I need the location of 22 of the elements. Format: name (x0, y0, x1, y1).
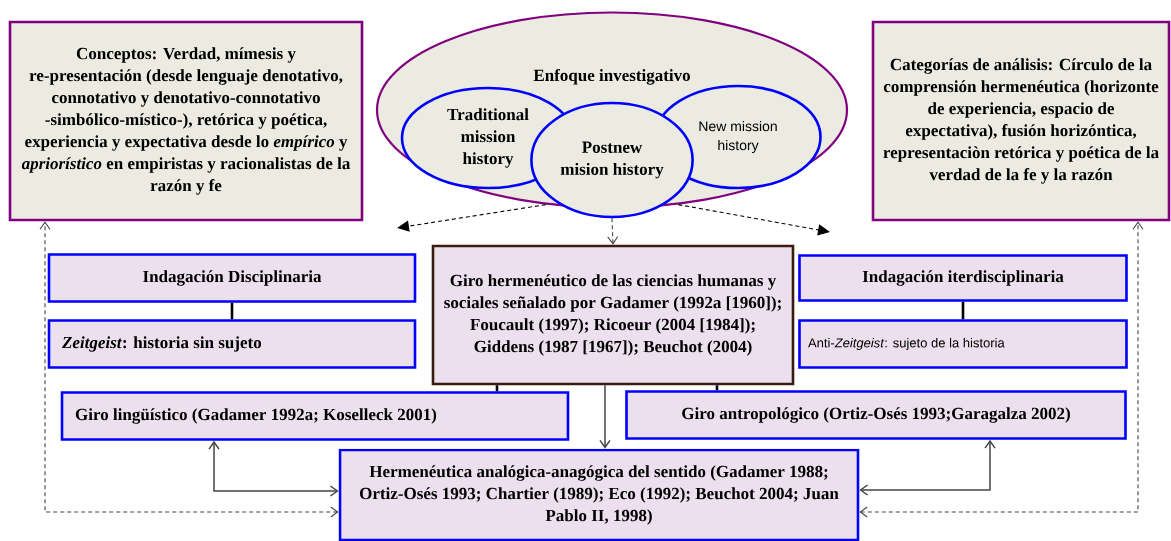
process-box: Indagación iterdisciplinaria (798, 254, 1128, 302)
arrow (607, 217, 619, 245)
process-box: Hermenéutica analógica-anagógica del sentido (Gadamer 1988; Ortiz-Osés 1993; Chartier (1989); Eco (1992); Beuchot 2004; Juan Pablo II, 1998) (338, 448, 860, 541)
category-box: Categorías de análisis: Círculo de la comprensión hermenéutica (horizonte de experiencia, espacio de expectativa), fusión horizóntica, representaciòn retórica y poética de la verdad de la fe y la razón (871, 20, 1171, 222)
arrow (859, 439, 996, 496)
arrow (39, 221, 339, 518)
connector-line (495, 385, 499, 392)
arrow (677, 204, 830, 236)
concept-box: Conceptos: Verdad, mímesis y re-presentación (desde lenguaje denotativo, connotativo y denotativo-connotativo -simbólico-místico-), retórica y poética, experiencia y expectativa desde lo empírico y apriorístico en empiristas y racionalistas de la razón y fe (8, 20, 364, 222)
process-box: Indagación Disciplinaria (47, 253, 417, 303)
process-box: Giro antropológico (Ortiz-Osés 1993;Garagalza 2002) (625, 390, 1127, 440)
connector-line (715, 385, 719, 391)
process-box: Zeitgeist: historia sin sujeto (47, 319, 417, 369)
arrow (859, 221, 1144, 518)
connector-line (230, 302, 234, 320)
central-box: Giro hermenéutico de las ciencias humanas y sociales señalado por Gadamer (1992a [1960]); Foucault (1997); Ricoeur (2004 [1984]); Giddens (1987 [1967]); Beuchot (2004) (431, 244, 795, 386)
arrow (397, 204, 547, 232)
arrow (599, 384, 611, 449)
arrow (208, 440, 339, 497)
process-box: Anti-Zeitgeist: sujeto de la historia (798, 319, 1128, 369)
connector-line (961, 301, 965, 320)
process-box: Giro lingüístico (Gadamer 1992a; Koselleck 2001) (60, 391, 570, 441)
